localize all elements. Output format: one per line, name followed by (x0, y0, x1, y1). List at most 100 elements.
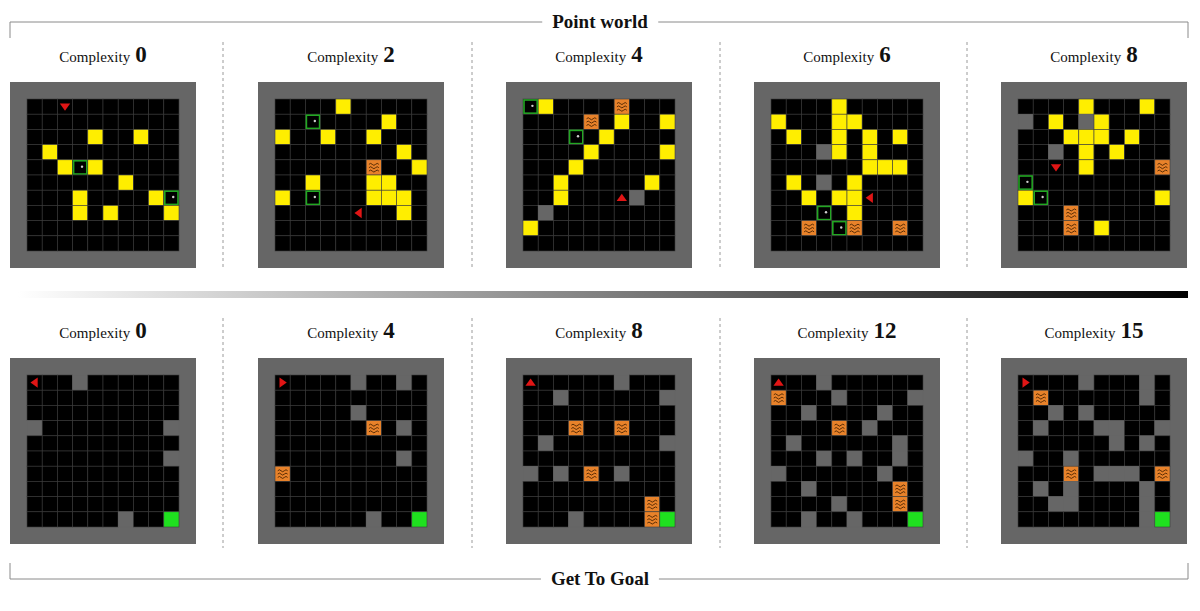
floor-cell (877, 175, 892, 190)
lava-wave (1066, 209, 1076, 211)
floor-cell (877, 375, 892, 390)
floor-cell (629, 205, 644, 220)
floor-cell (103, 405, 118, 420)
floor-cell (1124, 405, 1139, 420)
floor-cell (164, 481, 179, 496)
wall-cell (1079, 375, 1094, 390)
panel-header: Complexity0 (56, 318, 149, 344)
panel-header: Complexity12 (795, 318, 900, 344)
floor-cell (877, 205, 892, 220)
floor-cell (1048, 205, 1063, 220)
floor-cell (1140, 145, 1155, 160)
floor-cell (149, 436, 164, 451)
floor-cell (118, 421, 133, 436)
lava-wave (895, 224, 905, 226)
floor-cell (336, 512, 351, 527)
floor-cell (553, 99, 568, 114)
floor-cell (336, 175, 351, 190)
floor-cell (103, 390, 118, 405)
floor-cell (103, 236, 118, 251)
floor-cell (1155, 375, 1170, 390)
floor-cell (553, 436, 568, 451)
floor-cell (1064, 421, 1079, 436)
floor-cell (1155, 236, 1170, 251)
lava-wave (835, 428, 845, 430)
floor-cell (351, 466, 366, 481)
floor-cell (877, 190, 892, 205)
floor-cell (88, 99, 103, 114)
agent-marker (1051, 164, 1061, 171)
floor-cell (801, 390, 816, 405)
wall-cell (877, 466, 892, 481)
floor-cell (771, 451, 786, 466)
floor-cell (1018, 221, 1033, 236)
floor-cell (877, 236, 892, 251)
floor-cell (149, 221, 164, 236)
floor-cell (103, 114, 118, 129)
yellow-cell (42, 145, 57, 160)
agent-marker (1022, 377, 1029, 387)
floor-cell (569, 390, 584, 405)
lava-wave (804, 231, 814, 233)
floor-cell (336, 405, 351, 420)
agent-marker (354, 208, 361, 218)
floor-cell (57, 221, 72, 236)
floor-cell (832, 466, 847, 481)
floor-cell (660, 466, 675, 481)
floor-cell (1048, 390, 1063, 405)
floor-cell (42, 205, 57, 220)
yellow-cell (103, 205, 118, 220)
floor-cell (149, 512, 164, 527)
floor-cell (1048, 375, 1063, 390)
floor-cell (629, 481, 644, 496)
floor-cell (1124, 436, 1139, 451)
yellow-cell (847, 175, 862, 190)
floor-cell (645, 190, 660, 205)
floor-cell (149, 390, 164, 405)
floor-cell (412, 175, 427, 190)
floor-cell (275, 99, 290, 114)
floor-cell (629, 436, 644, 451)
floor-cell (771, 421, 786, 436)
floor-cell (42, 390, 57, 405)
floor-cell (569, 221, 584, 236)
floor-cell (771, 497, 786, 512)
floor-cell (1124, 375, 1139, 390)
floor-cell (893, 512, 908, 527)
floor-cell (599, 436, 614, 451)
floor-cell (1033, 175, 1048, 190)
floor-cell (599, 221, 614, 236)
wall-frame (10, 358, 196, 544)
lava-wave (1066, 216, 1076, 218)
floor-cell (305, 160, 320, 175)
floor-cell (569, 175, 584, 190)
floor-cell (321, 145, 336, 160)
lava-wave (1158, 167, 1168, 169)
wall-cell (1064, 497, 1079, 512)
yellow-cell (275, 190, 290, 205)
floor-cell (381, 129, 396, 144)
floor-cell (336, 497, 351, 512)
floor-cell (862, 405, 877, 420)
lava-wave (850, 224, 860, 226)
lava-wave (895, 488, 905, 490)
floor-cell (27, 451, 42, 466)
floor-cell (599, 160, 614, 175)
floor-cell (1140, 421, 1155, 436)
floor-cell (908, 421, 923, 436)
lava-wave (804, 224, 814, 226)
floor-cell (42, 375, 57, 390)
floor-cell (847, 436, 862, 451)
lava-wave (587, 121, 597, 123)
floor-cell (103, 466, 118, 481)
floor-cell (614, 436, 629, 451)
wall-frame (754, 358, 940, 544)
yellow-cell (893, 129, 908, 144)
floor-cell (786, 205, 801, 220)
floor-cell (351, 512, 366, 527)
wall-cell (660, 436, 675, 451)
floor-cell (1109, 205, 1124, 220)
grid-world (258, 82, 444, 268)
floor-cell (103, 512, 118, 527)
floor-cell (42, 421, 57, 436)
